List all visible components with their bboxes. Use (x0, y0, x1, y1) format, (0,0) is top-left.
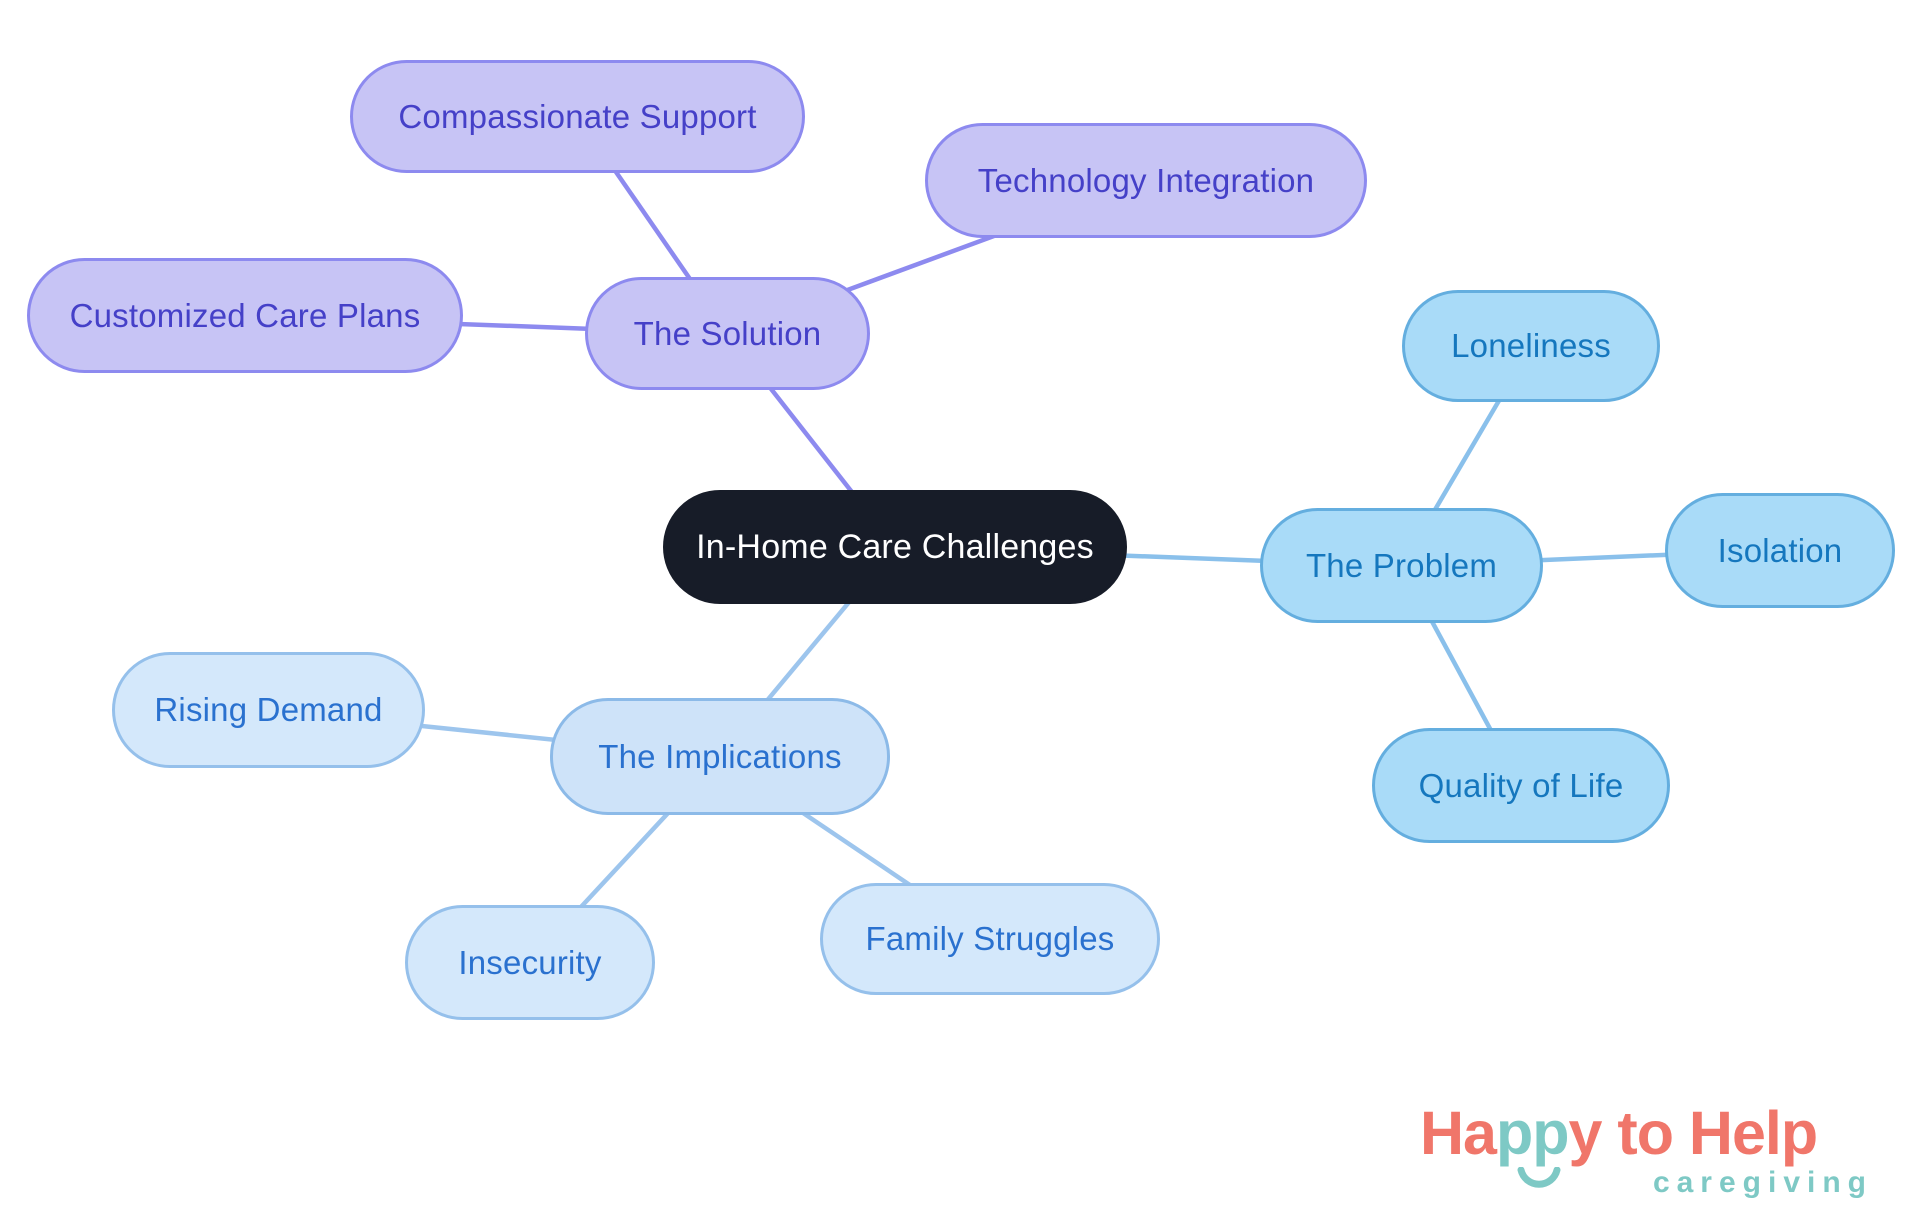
node-isolation[interactable]: Isolation (1665, 493, 1895, 608)
smile-icon (1517, 1167, 1561, 1188)
node-quality-of-life[interactable]: Quality of Life (1372, 728, 1670, 843)
node-technology-integration[interactable]: Technology Integration (925, 123, 1367, 238)
node-family-struggles[interactable]: Family Struggles (820, 883, 1160, 995)
node-the-problem[interactable]: The Problem (1260, 508, 1543, 623)
logo-tagline: caregiving (1652, 1166, 1873, 1199)
logo-text-coral-1: Ha (1420, 1099, 1497, 1167)
node-rising-demand[interactable]: Rising Demand (112, 652, 425, 768)
node-customized-care-plans[interactable]: Customized Care Plans (27, 258, 463, 373)
logo-text-coral-2: y to Help (1568, 1099, 1819, 1167)
node-the-implications[interactable]: The Implications (550, 698, 890, 815)
node-insecurity[interactable]: Insecurity (405, 905, 655, 1020)
logo-text-teal-pp: pp (1495, 1099, 1570, 1167)
node-the-solution[interactable]: The Solution (585, 277, 870, 390)
node-compassionate-support[interactable]: Compassionate Support (350, 60, 805, 173)
central-node-in-home-care-challenges[interactable]: In-Home Care Challenges (663, 490, 1127, 604)
node-loneliness[interactable]: Loneliness (1402, 290, 1660, 402)
logo-wordmark: Happy to Help (1420, 1103, 1875, 1188)
logo-happy-to-help: Happy to Help caregiving (1420, 1103, 1875, 1200)
